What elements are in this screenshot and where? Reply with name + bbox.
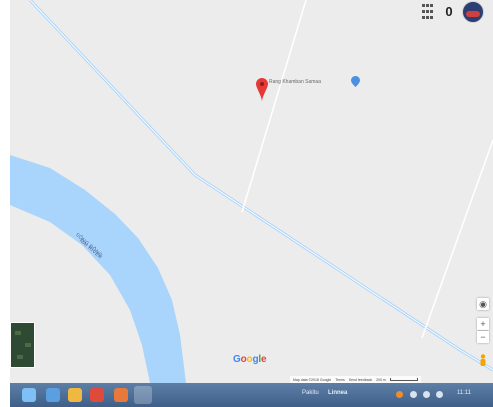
- taskbar-left-text: Pakitu: [302, 390, 319, 396]
- account-avatar-icon[interactable]: [462, 1, 484, 23]
- place-badge-icon: [351, 76, 360, 87]
- road-line: [29, 0, 493, 371]
- ie-icon[interactable]: [46, 388, 60, 402]
- google-logo: Google: [233, 354, 267, 365]
- scale-label: 200 m: [376, 377, 386, 382]
- pegman-icon[interactable]: [479, 354, 487, 366]
- clock: 11:11: [457, 390, 472, 396]
- satellite-layer-icon[interactable]: [10, 322, 35, 368]
- map-data-credit: Map data ©2018 Google: [293, 377, 332, 382]
- map-attribution: Map data ©2018 Google Terms Send feedbac…: [290, 376, 421, 383]
- river-shape: [10, 155, 186, 383]
- scale-bar: [389, 378, 418, 381]
- firefox-icon[interactable]: [114, 388, 128, 402]
- taskbar: Pakitu Linnea 11:11: [10, 383, 493, 407]
- apps-grid-icon[interactable]: [419, 3, 433, 19]
- language-indicator[interactable]: Linnea: [328, 390, 348, 396]
- chrome-icon[interactable]: [90, 388, 104, 402]
- map-canvas[interactable]: 0 Rang Khamban Samaa SÔNG ĐỒNG NAI RIVER…: [10, 0, 493, 383]
- location-pin-icon[interactable]: [256, 78, 268, 102]
- zoom-in-icon[interactable]: +: [477, 318, 489, 330]
- road-east: [421, 139, 493, 339]
- place-label[interactable]: Rang Khamban Samaa: [269, 79, 321, 85]
- notification-icon[interactable]: 0: [445, 3, 453, 19]
- folder-icon[interactable]: [68, 388, 82, 402]
- tray-dot-1-icon[interactable]: [396, 391, 403, 398]
- zoom-out-icon[interactable]: −: [477, 331, 489, 343]
- my-location-icon[interactable]: ◉: [477, 298, 489, 310]
- feedback-link[interactable]: Send feedback: [348, 377, 373, 382]
- start-icon[interactable]: [22, 388, 36, 402]
- tray-dot-4-icon[interactable]: [436, 391, 443, 398]
- tray-dot-2-icon[interactable]: [410, 391, 417, 398]
- terms-link[interactable]: Terms: [335, 377, 345, 382]
- map-base-layer: [10, 0, 493, 383]
- tray-dot-3-icon[interactable]: [423, 391, 430, 398]
- maps-window-icon[interactable]: [134, 386, 152, 404]
- road-north: [241, 0, 307, 213]
